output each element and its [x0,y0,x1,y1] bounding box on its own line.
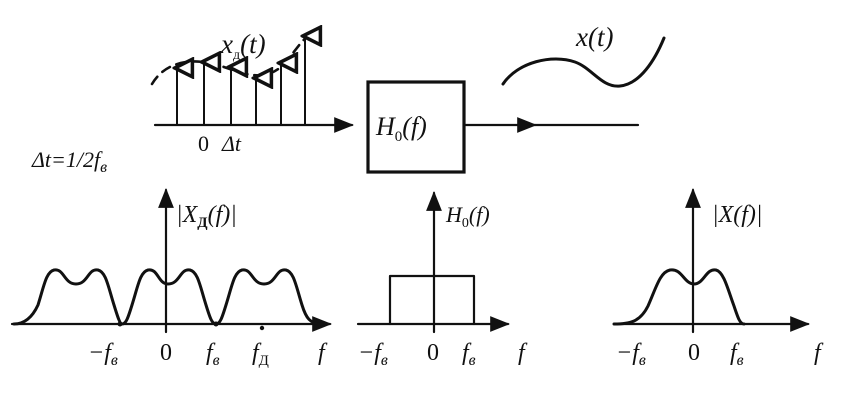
y-axis-label: |XД(f)| [176,202,237,231]
y-axis-label: |X(f)| [712,202,763,228]
filter-label: H0(f) [375,112,427,145]
output-signal-curve [501,36,666,88]
y-axis-label: H0(f) [445,202,490,231]
filter-response: H0(f) −fв 0 fв f [356,191,528,369]
tick-label: fв [462,340,476,369]
tick-mark [213,321,219,327]
tick-label: −fв [616,340,646,369]
tick-mark [117,321,123,327]
tick-label: −fв [358,340,388,369]
output-signal-label: x(t) [575,22,613,52]
spectrum-curve [12,268,324,326]
spectrum-curve [612,268,746,326]
sample-impulses [177,36,305,126]
axis-variable-label: f [518,340,528,366]
axis-variable-label: f [814,340,824,366]
sampled-spectrum: |XД(f)| −fв 0 fв fД f [10,188,332,369]
tick-zero-top: 0 [198,131,209,156]
tick-mark [259,325,265,331]
filter-block [366,80,466,174]
tick-label: −fв [88,340,118,369]
sampling-relation: Δt=1/2fв [31,147,107,176]
axis-variable-label: f [318,340,328,366]
filter-rect [388,274,476,326]
tick-label: 0 [688,340,700,366]
tick-dt: Δt [221,131,242,156]
sampled-signal-label: xд(t) [220,29,266,63]
tick-label: fв [730,340,744,369]
tick-label: fв [206,340,220,369]
tick-label: 0 [427,340,439,366]
tick-label: 0 [160,340,172,366]
original-spectrum: |X(f)| −fв 0 fв f [612,188,824,369]
tick-label: fД [252,340,269,369]
